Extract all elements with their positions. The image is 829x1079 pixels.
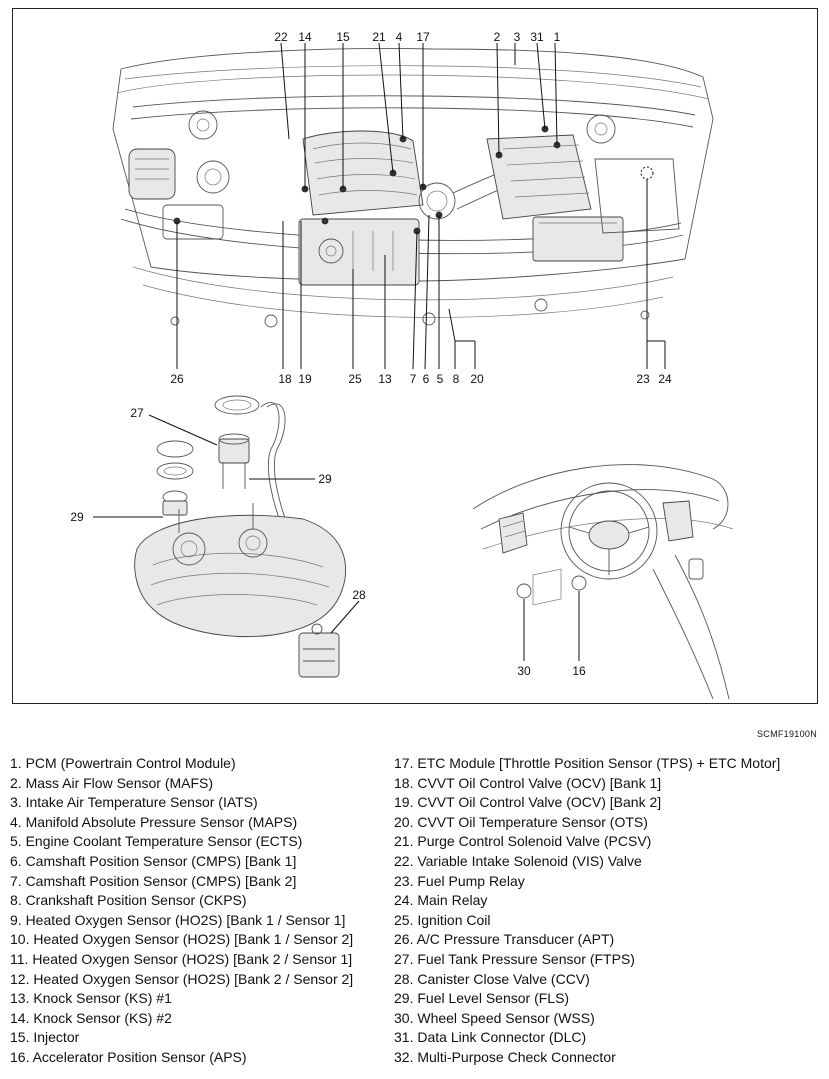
callout-1: 1	[554, 30, 561, 44]
callout-13: 13	[378, 372, 392, 386]
legend-item: 8. Crankshaft Position Sensor (CKPS)	[10, 892, 247, 909]
callout-4: 4	[396, 30, 403, 44]
legend-item: 4. Manifold Absolute Pressure Sensor (MA…	[10, 813, 298, 830]
callout-25: 25	[348, 372, 362, 386]
engine-leader-lines	[176, 42, 666, 370]
legend-item: 24. Main Relay	[394, 892, 488, 909]
callout-22: 22	[274, 30, 288, 44]
callout-2: 2	[494, 30, 501, 44]
legend-item: 3. Intake Air Temperature Sensor (IATS)	[10, 794, 258, 811]
callout-29-left: 29	[70, 510, 84, 524]
legend-item: 30. Wheel Speed Sensor (WSS)	[394, 1009, 595, 1026]
callout-30: 30	[517, 664, 531, 678]
legend-item: 11. Heated Oxygen Sensor (HO2S) [Bank 2 …	[10, 950, 353, 967]
callout-27: 27	[130, 406, 144, 420]
legend-item: 15. Injector	[10, 1029, 80, 1046]
legend-column-right: 17. ETC Module [Throttle Position Sensor…	[394, 754, 824, 1068]
callout-7: 7	[410, 372, 417, 386]
diagram-frame: 22 14 15 21 4 17 2 3 31 1 26 18 19 25 13…	[12, 8, 818, 704]
legend-item: 10. Heated Oxygen Sensor (HO2S) [Bank 1 …	[10, 931, 354, 948]
legend-item: 22. Variable Intake Solenoid (VIS) Valve	[394, 852, 642, 869]
legend-item: 19. CVVT Oil Control Valve (OCV) [Bank 2…	[394, 794, 662, 811]
legend-item: 25. Ignition Coil	[394, 911, 491, 928]
legend-item: 17. ETC Module [Throttle Position Sensor…	[394, 755, 781, 771]
callout-29-right: 29	[318, 472, 332, 486]
legend-item: 18. CVVT Oil Control Valve (OCV) [Bank 1…	[394, 774, 662, 791]
legend-item: 27. Fuel Tank Pressure Sensor (FTPS)	[394, 950, 635, 967]
fuel-tank-illustration	[134, 395, 347, 678]
legend-item: 29. Fuel Level Sensor (FLS)	[394, 990, 570, 1007]
legend-item: 2. Mass Air Flow Sensor (MAFS)	[10, 774, 214, 791]
engine-bay-illustration	[112, 48, 714, 328]
legend-item: 14. Knock Sensor (KS) #2	[10, 1009, 172, 1026]
callout-3: 3	[514, 30, 521, 44]
dashboard-callouts: 30 16	[517, 664, 586, 678]
legend-item: 9. Heated Oxygen Sensor (HO2S) [Bank 1 /…	[10, 911, 346, 928]
legend-item: 28. Canister Close Valve (CCV)	[394, 970, 590, 987]
callout-14: 14	[298, 30, 312, 44]
legend-item: 12. Heated Oxygen Sensor (HO2S) [Bank 2 …	[10, 970, 354, 987]
callout-21: 21	[372, 30, 386, 44]
legend-item: 13. Knock Sensor (KS) #1	[10, 990, 172, 1007]
callout-15: 15	[336, 30, 350, 44]
legend-item: 26. A/C Pressure Transducer (APT)	[394, 931, 615, 948]
callout-17: 17	[416, 30, 430, 44]
legend-item: 31. Data Link Connector (DLC)	[394, 1029, 587, 1046]
engine-callouts: 22 14 15 21 4 17 2 3 31 1 26 18 19 25 13…	[170, 30, 672, 386]
figure-code: SCMF19100N	[756, 729, 817, 739]
component-location-diagram: 22 14 15 21 4 17 2 3 31 1 26 18 19 25 13…	[70, 30, 734, 700]
legend-item: 21. Purge Control Solenoid Valve (PCSV)	[394, 833, 652, 850]
callout-8: 8	[453, 372, 460, 386]
callout-24: 24	[658, 372, 672, 386]
callout-23: 23	[636, 372, 650, 386]
legend-item: 23. Fuel Pump Relay	[394, 872, 525, 889]
callout-31: 31	[530, 30, 544, 44]
callout-6: 6	[423, 372, 430, 386]
callout-19: 19	[298, 372, 312, 386]
callout-20: 20	[470, 372, 484, 386]
legend-item: 5. Engine Coolant Temperature Sensor (EC…	[10, 833, 303, 850]
callout-18: 18	[278, 372, 292, 386]
fuel-tank-leader-lines	[93, 414, 360, 634]
legend-item: 16. Accelerator Position Sensor (APS)	[10, 1048, 247, 1065]
callout-26: 26	[170, 372, 184, 386]
fuel-tank-callouts: 27 29 29 28	[70, 406, 366, 602]
legend-item: 32. Multi-Purpose Check Connector	[394, 1048, 616, 1065]
legend-column-left: 1. PCM (Powertrain Control Module) 2. Ma…	[10, 754, 400, 1068]
legend-item: 6. Camshaft Position Sensor (CMPS) [Bank…	[10, 852, 297, 869]
legend-item: 1. PCM (Powertrain Control Module)	[10, 755, 236, 771]
callout-5: 5	[437, 372, 444, 386]
callout-28: 28	[352, 588, 366, 602]
dashboard-illustration	[472, 464, 734, 700]
legend-item: 7. Camshaft Position Sensor (CMPS) [Bank…	[10, 872, 297, 889]
dashboard-leader-lines	[523, 591, 580, 661]
legend-item: 20. CVVT Oil Temperature Sensor (OTS)	[394, 813, 648, 830]
callout-16: 16	[572, 664, 586, 678]
